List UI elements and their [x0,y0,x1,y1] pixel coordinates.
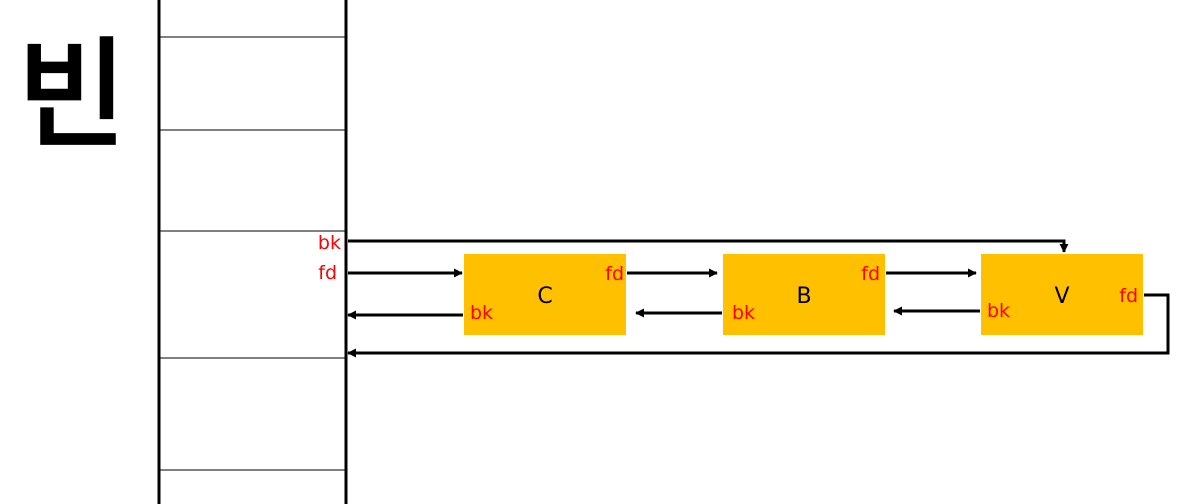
chunk-v-bk-label: bk [987,300,1010,322]
chunk-b: B fd bk [723,254,885,335]
chunk-c: C fd bk [464,254,626,335]
bin-bk-label: bk [318,232,341,254]
chunk-c-fd-label: fd [605,263,624,285]
chunk-v: V fd bk [981,254,1143,335]
chunk-c-box [464,254,626,335]
chunk-b-fd-label: fd [861,263,880,285]
chunk-v-box [981,254,1143,335]
chunk-b-box [723,254,885,335]
chunk-b-name: B [796,284,811,309]
chunk-c-name: C [537,284,552,309]
page-title: 빈 [18,26,127,164]
chunk-v-fd-label: fd [1119,285,1138,307]
chunk-v-name: V [1054,284,1069,309]
chunk-b-bk-label: bk [732,302,755,324]
bin-array [157,0,348,504]
pointer-arrows [347,239,1170,358]
chunk-c-bk-label: bk [470,302,493,324]
arrow-bin-bk-to-v [348,239,1069,253]
bin-fd-label: fd [318,262,337,284]
arrow-v-fd-to-bin [347,293,1170,358]
